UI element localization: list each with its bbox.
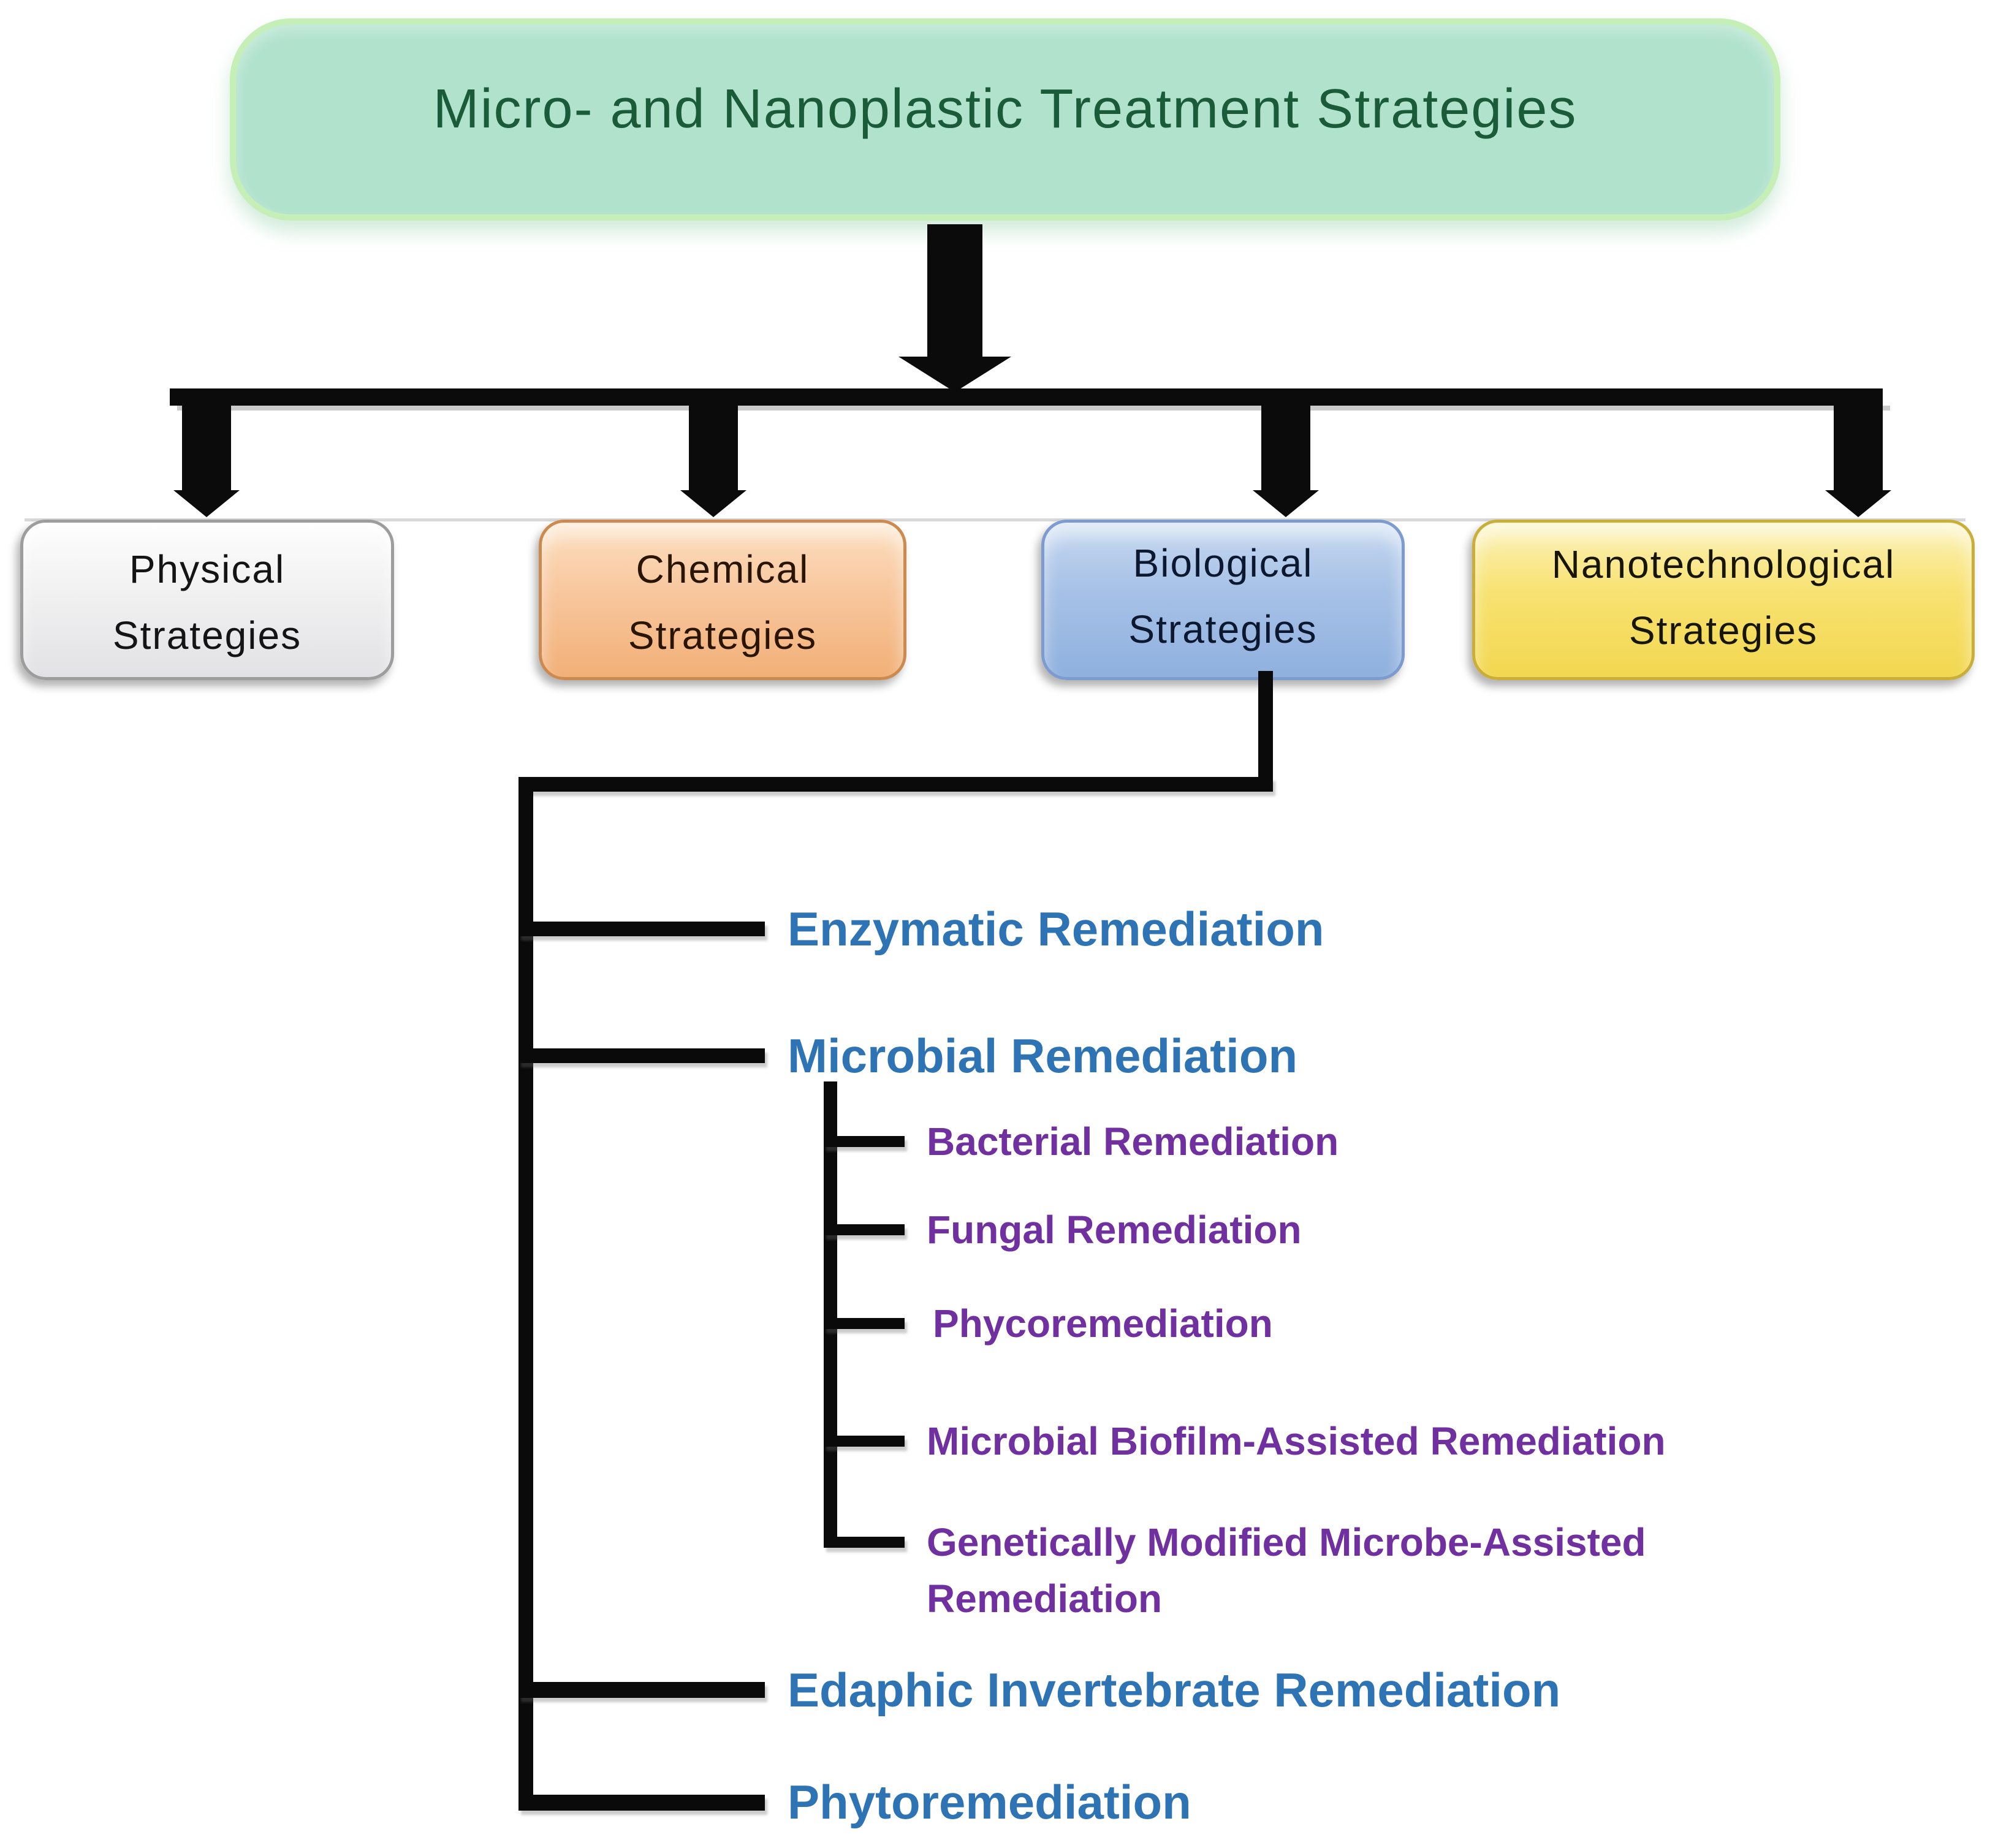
category-label-biological-line1: Biological [1133, 541, 1313, 585]
subtick-fungal [824, 1224, 905, 1235]
subtick-genetically-modified [824, 1537, 905, 1548]
category-box-biological: Biological Strategies [1041, 520, 1405, 680]
category-label-biological-line2: Strategies [1128, 607, 1318, 651]
branch-label-edaphic-invertebrate-remediation: Edaphic Invertebrate Remediation [788, 1663, 1561, 1717]
category-label-nano-line1: Nanotechnological [1551, 542, 1896, 586]
category-box-nanotechnological: Nanotechnological Strategies [1472, 520, 1975, 680]
arrow-physical-shaft [182, 404, 231, 491]
tick-microbial [518, 1048, 765, 1063]
category-label-physical-line1: Physical [129, 547, 286, 591]
sub-label-phycoremediation: Phycoremediation [933, 1301, 1273, 1346]
distribution-bar-shadow [177, 406, 1890, 411]
branch-label-enzymatic-remediation: Enzymatic Remediation [788, 902, 1324, 956]
title-box: Micro- and Nanoplastic Treatment Strateg… [230, 18, 1780, 221]
arrow-biological-head-icon [1253, 490, 1319, 517]
row-shadow-line [25, 518, 1965, 521]
arrow-chemical-shaft [689, 404, 738, 491]
distribution-bar [170, 388, 1883, 406]
branch-label-phytoremediation: Phytoremediation [788, 1775, 1191, 1829]
connector-biological-stub [1258, 671, 1273, 792]
sub-label-bacterial-remediation: Bacterial Remediation [927, 1119, 1339, 1164]
arrow-nano-shaft [1834, 404, 1883, 491]
connector-elbow-horizontal [518, 777, 1273, 792]
main-arrow-head-icon [898, 357, 1011, 392]
sub-label-fungal-remediation: Fungal Remediation [927, 1208, 1302, 1252]
category-box-chemical: Chemical Strategies [539, 520, 906, 680]
arrow-chemical-head-icon [680, 490, 746, 517]
subtick-biofilm [824, 1436, 905, 1447]
connector-sub-vertical [824, 1081, 837, 1548]
category-label-chemical-line1: Chemical [636, 547, 810, 591]
tick-phytoremediation [518, 1795, 765, 1811]
category-label-nano-line2: Strategies [1628, 608, 1818, 653]
category-label-physical-line2: Strategies [112, 613, 302, 657]
sub-label-genetically-modified-microbe-assisted-remediation: Genetically Modified Microbe-Assisted Re… [927, 1520, 1646, 1621]
tick-enzymatic [518, 922, 765, 936]
arrow-biological-shaft [1261, 404, 1310, 491]
arrow-nano-head-icon [1825, 490, 1891, 517]
connector-main-vertical [518, 777, 533, 1809]
subtick-phycoremediation [824, 1318, 905, 1329]
tick-edaphic [518, 1682, 765, 1698]
category-box-physical: Physical Strategies [20, 520, 394, 680]
category-label-chemical-line2: Strategies [628, 613, 818, 657]
diagram-title: Micro- and Nanoplastic Treatment Strateg… [433, 78, 1578, 140]
main-arrow-shaft [927, 224, 982, 357]
subtick-bacterial [824, 1136, 905, 1147]
branch-label-microbial-remediation: Microbial Remediation [788, 1029, 1298, 1083]
sub-label-microbial-biofilm-assisted-remediation: Microbial Biofilm-Assisted Remediation [927, 1419, 1666, 1463]
arrow-physical-head-icon [173, 490, 240, 517]
